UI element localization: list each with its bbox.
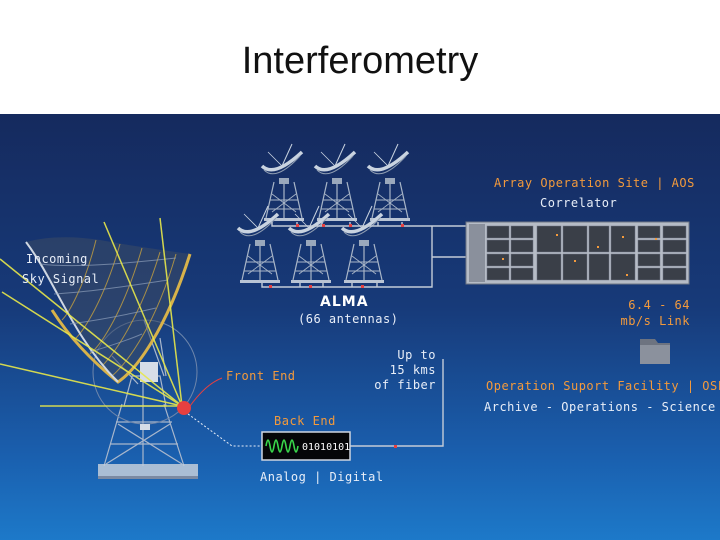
aos-title: Array Operation Site | AOS (494, 176, 695, 190)
antenna-array-bottom-row (236, 204, 386, 285)
sky-signal-rays (0, 217, 183, 407)
fiber-label-line2: 15 kms (389, 363, 436, 377)
diagram-graphics: 01010101 (0, 142, 690, 479)
digital-bits-label: 01010101 (302, 442, 350, 453)
alma-antenna-icon (260, 142, 306, 223)
fiber-label-line3: of fiber (374, 378, 436, 392)
incoming-label-line2: Sky Signal (22, 272, 100, 286)
analog-wave-icon (265, 439, 299, 453)
link-nodes (269, 224, 404, 448)
alma-antenna-icon (236, 204, 282, 285)
osf-functions: Archive - Operations - Science (484, 400, 716, 414)
alma-antenna-icon (287, 204, 333, 285)
front-end-pointer (189, 377, 223, 407)
analog-digital-label: Analog | Digital (260, 470, 384, 484)
slide-title: Interferometry (241, 40, 479, 82)
link-rate-line2: mb/s Link (620, 314, 690, 328)
fiber-label-line1: Up to (397, 348, 436, 362)
back-end-label: Back End (274, 414, 336, 428)
signal-converter-box: 01010101 (261, 431, 351, 461)
alma-title: ALMA (320, 294, 369, 310)
front-end-label: Front End (226, 369, 296, 383)
antenna-array-top-row (260, 142, 412, 223)
correlator-label: Correlator (540, 196, 618, 210)
archive-folder-icon (640, 339, 670, 364)
link-rate-line1: 6.4 - 64 (628, 298, 690, 312)
back-end-connector (187, 413, 262, 447)
alma-antenna-icon (313, 142, 359, 223)
correlator-rack (465, 221, 690, 285)
receiver-node-icon (177, 401, 191, 415)
alma-antenna-count: (66 antennas) (298, 312, 399, 326)
incoming-label-line1: Incoming (26, 252, 88, 266)
alma-antenna-icon (366, 142, 412, 223)
large-antenna-icon (25, 237, 198, 479)
alma-antenna-icon (340, 204, 386, 285)
interferometry-diagram: 01010101 Incoming Sky Signal ALMA (66 an… (0, 114, 720, 540)
osf-title: Operation Suport Facility | OSF (486, 379, 720, 393)
